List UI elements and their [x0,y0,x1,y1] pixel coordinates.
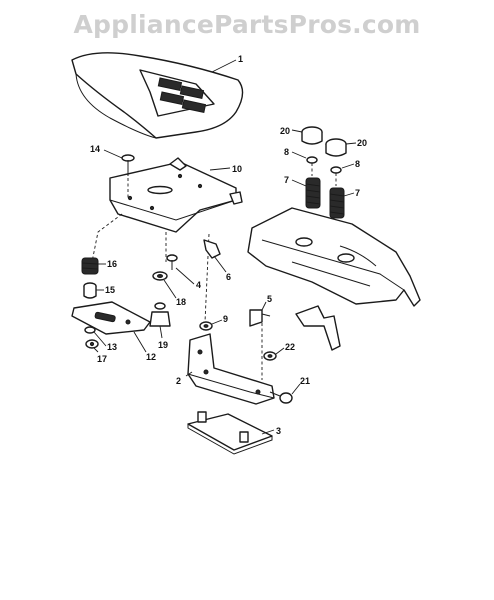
leader-line [159,325,163,339]
callout-17: 17 [97,354,107,364]
callout-6: 6 [226,272,231,282]
bushing-part-15[interactable] [83,282,97,299]
leader-line [261,429,275,435]
bushing-part-20b[interactable] [325,138,347,157]
leader-line [133,331,147,353]
leader-line [343,192,355,197]
nut-part-17[interactable] [85,339,99,349]
callout-16: 16 [107,259,117,269]
leader-line [211,319,223,325]
callout-19: 19 [158,340,168,350]
leader-line [341,163,355,169]
callout-10: 10 [232,164,242,174]
seat-pan-part[interactable] [109,157,243,233]
clip-part-5[interactable] [249,309,271,327]
slide-bracket-part-12[interactable] [71,301,151,335]
leader-line [93,347,99,353]
callout-21: 21 [300,376,310,386]
leader-line [103,149,123,159]
leader-line [93,331,107,347]
callout-20: 20 [357,138,367,148]
callout-8: 8 [284,147,289,157]
callout-5: 5 [267,294,272,304]
spring-part-7[interactable] [305,177,321,209]
callout-14: 14 [90,144,100,154]
callout-2: 2 [176,376,181,386]
leader-line [261,301,267,311]
bolt-part-21[interactable] [269,391,293,404]
pivot-bracket-part-2[interactable] [187,333,275,405]
leader-line [291,383,301,395]
callout-4: 4 [196,280,201,290]
leader-line [211,59,237,73]
callout-9: 9 [223,314,228,324]
callout-15: 15 [105,285,115,295]
callout-3: 3 [276,426,281,436]
washer-part-18[interactable] [152,271,168,281]
knob-part-19[interactable] [149,302,171,327]
callout-22: 22 [285,342,295,352]
callout-13: 13 [107,342,117,352]
spring-part-16[interactable] [81,257,99,275]
seat-part[interactable] [71,52,244,139]
leader-line [175,267,195,285]
callout-18: 18 [176,297,186,307]
callout-12: 12 [146,352,156,362]
nut-part-9[interactable] [199,321,213,331]
nut-part-8[interactable] [306,156,318,176]
callout-8: 8 [355,159,360,169]
assembly-line [204,233,210,323]
callout-20: 20 [280,126,290,136]
callout-7: 7 [284,175,289,185]
washer-part-13[interactable] [84,326,96,334]
leader-line [275,347,285,355]
bushing-part-20[interactable] [301,126,323,145]
leader-line [291,179,307,187]
leader-line [209,167,231,171]
leader-line [345,142,357,145]
assembly-line [91,213,123,263]
clip-part-6[interactable] [203,239,221,259]
nut-part-8b[interactable] [330,166,342,186]
watermark-text: AppliancePartsPros.com [73,10,421,39]
leader-line [213,255,227,273]
fender-body [247,207,421,351]
leader-line [291,129,303,133]
callout-7: 7 [355,188,360,198]
base-plate-part-3[interactable] [187,411,273,455]
leader-line [185,371,193,377]
nut-part-22[interactable] [263,351,277,361]
callout-1: 1 [238,54,243,64]
bolt-part-4[interactable] [166,254,178,270]
leader-line [163,279,177,299]
leader-line [291,151,307,159]
spring-part-7b[interactable] [329,187,345,219]
